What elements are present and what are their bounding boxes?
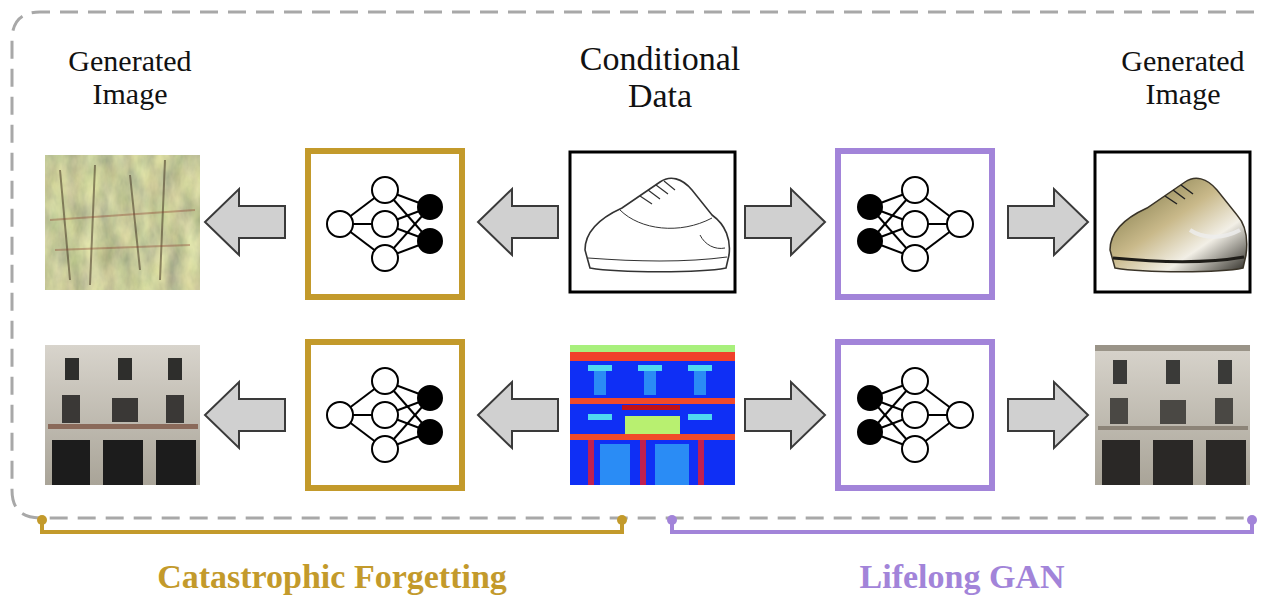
dashed-border [12, 12, 1254, 518]
generated-facade [1095, 345, 1250, 485]
block-arrow [1008, 189, 1088, 255]
column-heading: Conditional Data [560, 40, 760, 115]
facade-label-map [570, 345, 735, 485]
lifelong-network [838, 151, 992, 297]
forgetting-network [308, 151, 462, 297]
bracket-lifelong [667, 515, 1257, 532]
block-arrow [205, 189, 285, 255]
generated-image-forgotten [45, 155, 200, 290]
group-label: Lifelong GAN [860, 558, 1065, 595]
block-arrow [745, 382, 825, 448]
generated-shoe [1095, 152, 1250, 292]
column-heading: Generated Image [52, 44, 208, 110]
edge-sketch [570, 152, 735, 292]
block-arrow [478, 382, 558, 448]
block-arrow [1008, 382, 1088, 448]
block-arrow [745, 189, 825, 255]
block-arrow [478, 189, 558, 255]
generated-facade-forgotten [45, 345, 200, 485]
block-arrow [205, 382, 285, 448]
bracket-catastrophic [37, 515, 627, 532]
forgetting-network [308, 342, 462, 488]
group-label: Catastrophic Forgetting [157, 558, 507, 595]
column-heading: Generated Image [1108, 44, 1258, 110]
lifelong-network [838, 342, 992, 488]
